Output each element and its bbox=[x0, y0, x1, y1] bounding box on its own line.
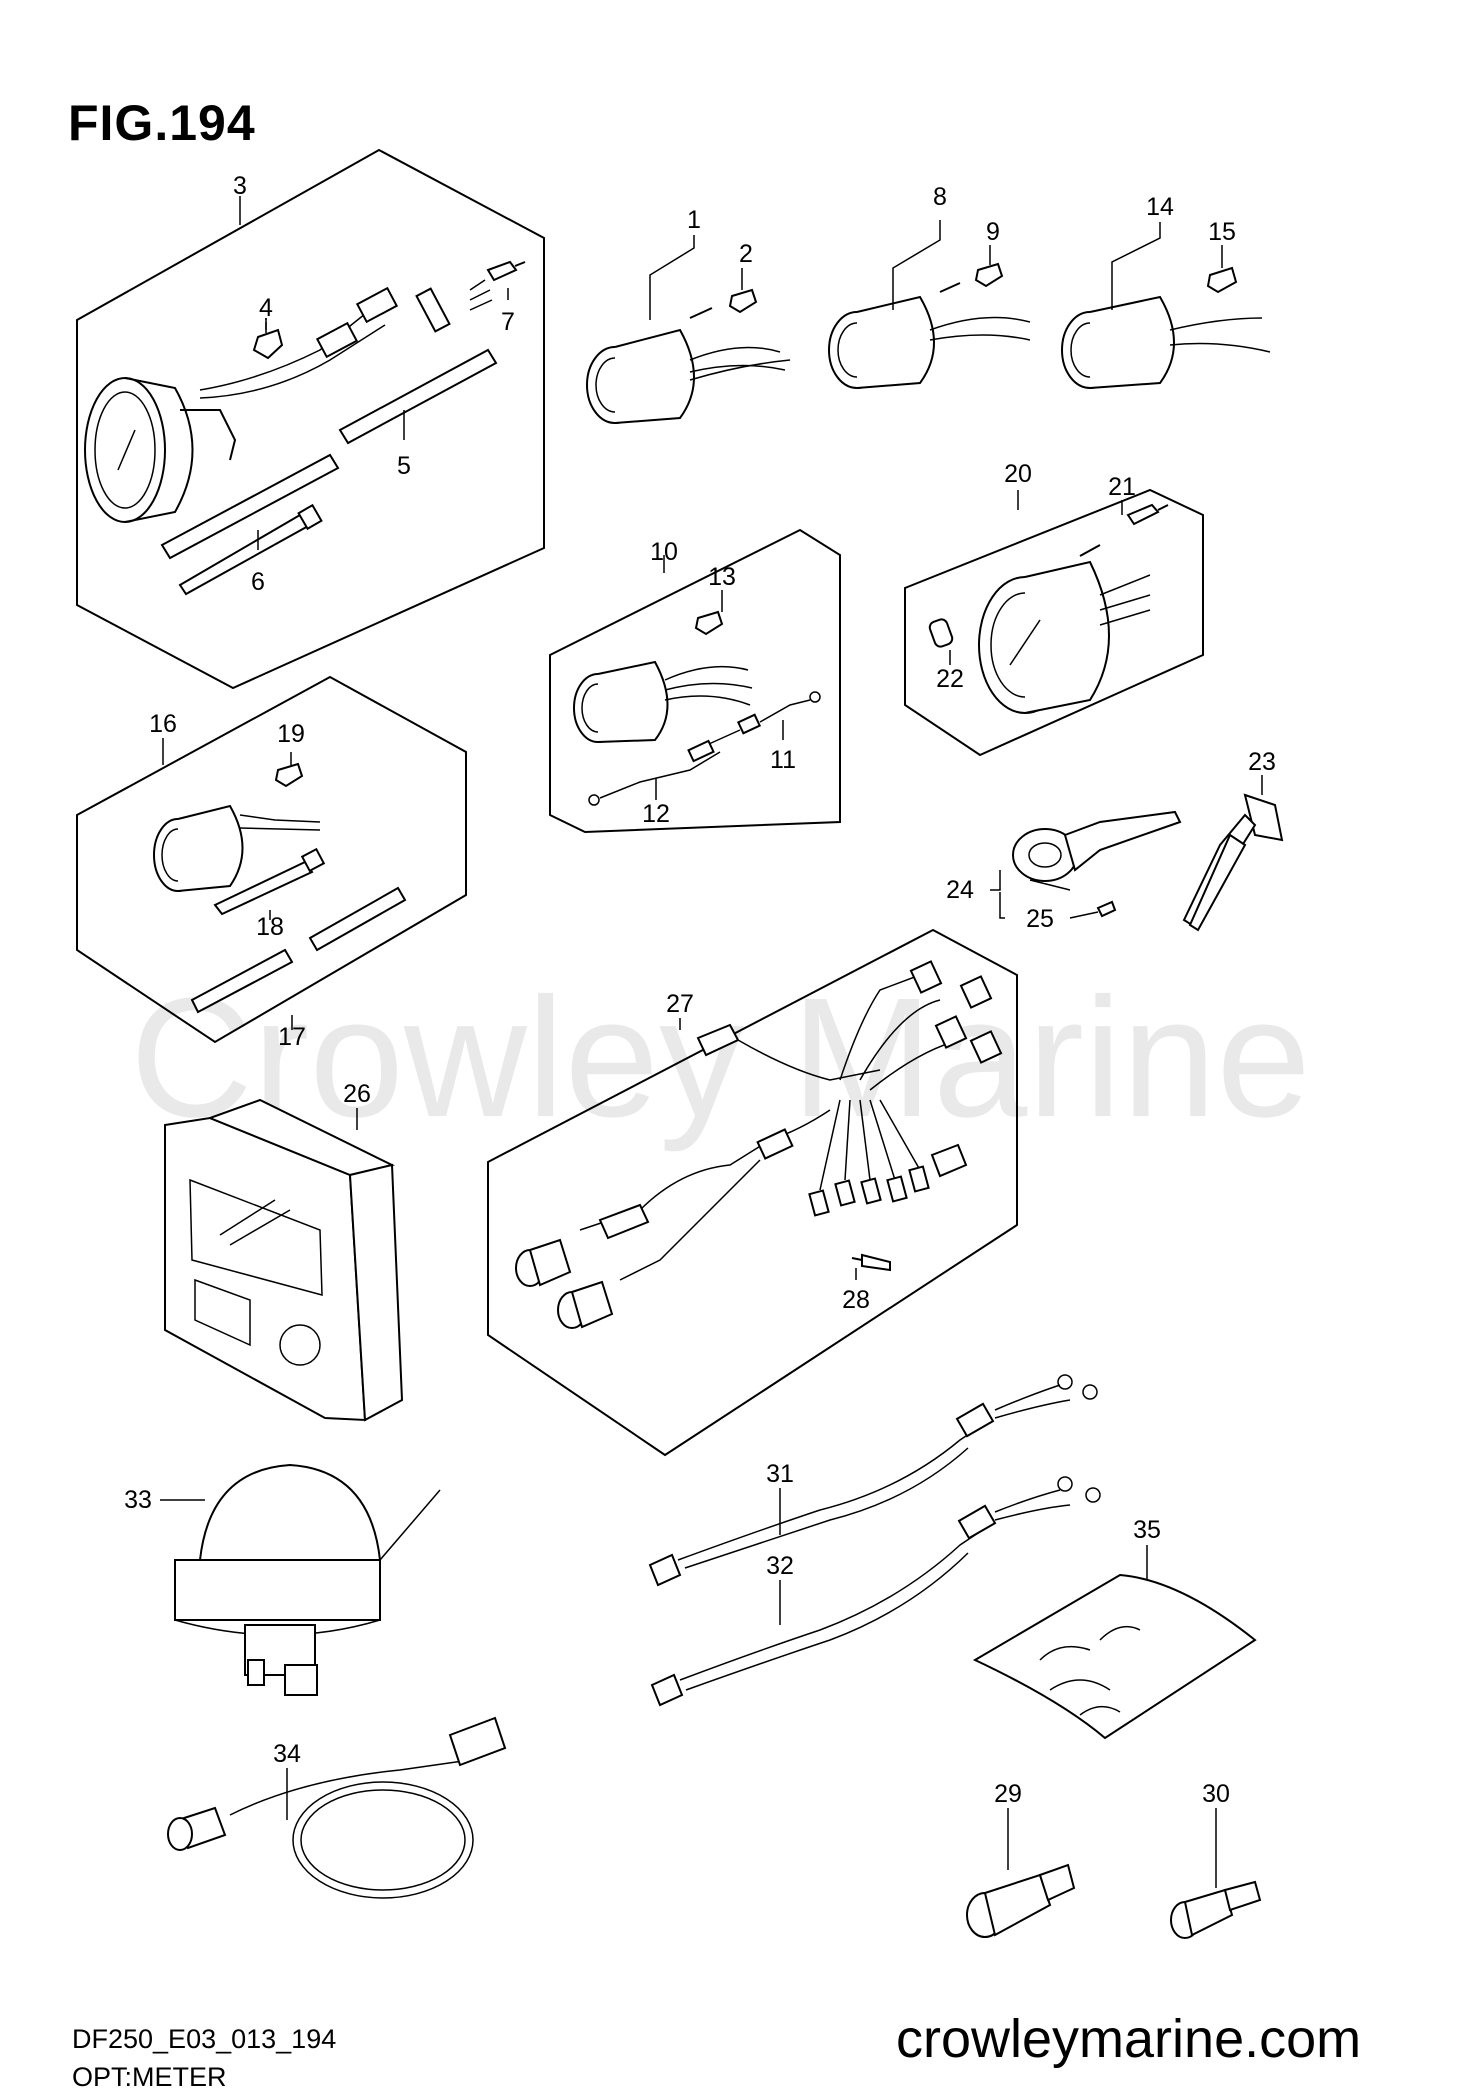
bulb-15 bbox=[1206, 266, 1238, 294]
harness-11 bbox=[699, 691, 821, 749]
callout-21: 21 bbox=[1108, 473, 1136, 501]
figure-title: FIG.194 bbox=[68, 95, 256, 151]
harness-12 bbox=[588, 739, 721, 806]
bag-35 bbox=[972, 1573, 1257, 1740]
callout-6: 6 bbox=[251, 568, 265, 596]
bulb-9 bbox=[974, 262, 1004, 288]
callout-13: 13 bbox=[708, 563, 736, 591]
callout-9: 9 bbox=[986, 218, 1000, 246]
gauge-3 bbox=[84, 279, 493, 523]
callout-23: 23 bbox=[1248, 748, 1276, 776]
callout-11: 11 bbox=[770, 746, 796, 774]
kit-box-27 bbox=[487, 928, 1018, 1457]
bulb-22 bbox=[928, 618, 954, 648]
callout-33: 33 bbox=[124, 1486, 152, 1514]
callout-29: 29 bbox=[994, 1780, 1022, 1808]
pivot-23 bbox=[1182, 793, 1284, 932]
callout-1: 1 bbox=[687, 206, 701, 234]
callout-24: 24 bbox=[946, 876, 974, 904]
callout-16: 16 bbox=[149, 710, 177, 738]
callout-18: 18 bbox=[256, 913, 284, 941]
bolt-28 bbox=[851, 1253, 891, 1272]
cable-31 bbox=[648, 1374, 1098, 1587]
gauge-20 bbox=[978, 544, 1151, 714]
bulb-2 bbox=[728, 288, 758, 314]
kit-box-10 bbox=[549, 528, 841, 834]
callout-3: 3 bbox=[233, 172, 247, 200]
bulb-4 bbox=[252, 322, 284, 360]
tie-18 bbox=[213, 847, 326, 916]
callout-26: 26 bbox=[343, 1080, 371, 1108]
figure-name: OPT:METER bbox=[72, 2062, 227, 2092]
connector-29 bbox=[966, 1863, 1076, 1938]
website-link[interactable]: crowleymarine.com bbox=[896, 2009, 1362, 2069]
callout-22: 22 bbox=[936, 665, 964, 693]
bulb-19 bbox=[274, 762, 304, 788]
harness-27 bbox=[515, 960, 1003, 1329]
callout-2: 2 bbox=[739, 240, 753, 268]
cable-34 bbox=[167, 1716, 507, 1899]
sensor-33 bbox=[174, 1463, 441, 1696]
tie-6 bbox=[178, 503, 323, 596]
callout-32: 32 bbox=[766, 1552, 794, 1580]
kit-box-3 bbox=[76, 148, 545, 690]
kit-box-20 bbox=[904, 488, 1204, 757]
figure-code: DF250_E03_013_194 bbox=[72, 2024, 337, 2054]
callout-35: 35 bbox=[1133, 1516, 1161, 1544]
callout-14: 14 bbox=[1146, 193, 1174, 221]
bulb-13 bbox=[694, 610, 724, 636]
gauge-14 bbox=[1061, 295, 1271, 389]
screw-25 bbox=[1096, 900, 1117, 918]
callout-20: 20 bbox=[1004, 460, 1032, 488]
display-26 bbox=[164, 1098, 404, 1422]
callout-8: 8 bbox=[933, 183, 947, 211]
callout-25: 25 bbox=[1026, 905, 1054, 933]
tube-5 bbox=[160, 348, 498, 560]
leader-lines bbox=[160, 196, 1263, 1888]
bolt-7 bbox=[486, 260, 526, 282]
callout-12: 12 bbox=[642, 800, 670, 828]
gauge-8 bbox=[828, 282, 1031, 389]
callout-19: 19 bbox=[277, 720, 305, 748]
callout-7: 7 bbox=[501, 308, 515, 336]
callout-5: 5 bbox=[397, 452, 411, 480]
cable-32 bbox=[650, 1476, 1101, 1707]
callout-10: 10 bbox=[650, 538, 678, 566]
bolt-21 bbox=[1126, 503, 1169, 526]
connector-30 bbox=[1170, 1880, 1262, 1939]
callouts: 1 2 3 4 5 6 7 8 9 10 11 12 13 14 15 16 1… bbox=[124, 172, 1276, 1808]
lever-24 bbox=[1012, 810, 1182, 882]
callout-4: 4 bbox=[259, 294, 273, 322]
callout-34: 34 bbox=[273, 1740, 301, 1768]
gauge-16 bbox=[153, 804, 321, 892]
callout-28: 28 bbox=[842, 1286, 870, 1314]
callout-27: 27 bbox=[666, 990, 694, 1018]
gauge-1 bbox=[586, 307, 791, 424]
tube-17 bbox=[190, 886, 407, 1014]
callout-17: 17 bbox=[278, 1023, 306, 1051]
callout-30: 30 bbox=[1202, 1780, 1230, 1808]
watermark: Crowley Marine bbox=[130, 963, 1311, 1153]
gauge-10 bbox=[573, 660, 753, 743]
kit-box-16 bbox=[76, 675, 467, 1044]
callout-31: 31 bbox=[766, 1460, 794, 1488]
callout-15: 15 bbox=[1208, 218, 1236, 246]
